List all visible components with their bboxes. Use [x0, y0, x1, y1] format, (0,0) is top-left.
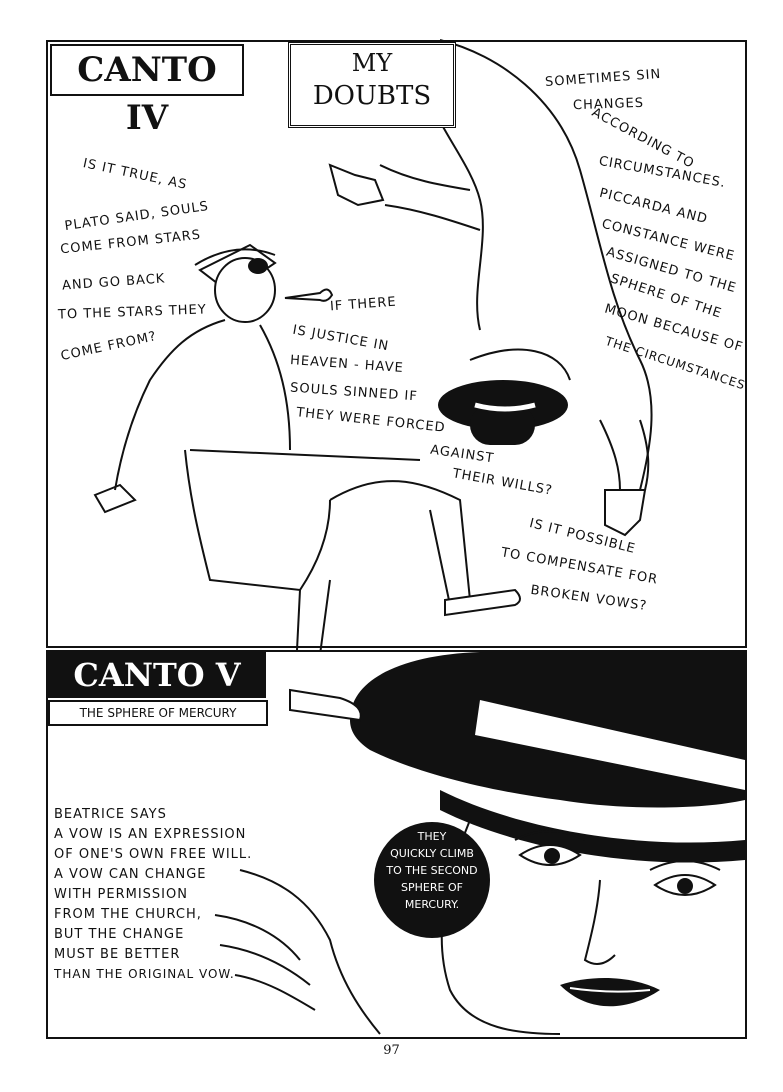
text-line: BUT THE CHANGE	[54, 927, 185, 942]
text-line: MERCURY.	[404, 898, 460, 911]
text-line: TO THE SECOND	[386, 864, 478, 877]
text-line: A VOW CAN CHANGE	[54, 867, 207, 882]
climb-bubble: THEY QUICKLY CLIMB TO THE SECOND SPHERE …	[374, 828, 490, 913]
my-doubts-heading: MY DOUBTS	[288, 42, 456, 128]
text-line: WITH PERMISSION	[54, 887, 188, 902]
text-line: SPHERE OF	[401, 881, 463, 894]
text-line: BEATRICE SAYS	[54, 807, 167, 822]
heading-line-1: MY	[351, 49, 393, 77]
heading-line-2: DOUBTS	[312, 81, 432, 111]
text-line: A VOW IS AN EXPRESSION	[54, 827, 247, 842]
text-line: OF ONE'S OWN FREE WILL.	[54, 847, 253, 862]
text-line: THEY	[417, 830, 447, 843]
sphere-of-mercury-subtitle: THE SPHERE OF MERCURY	[48, 700, 268, 726]
canto-v-text: CANTO V	[73, 656, 241, 694]
canto-iv-text: CANTO IV	[77, 50, 217, 138]
canto-iv-label: CANTO IV	[50, 44, 244, 138]
text-line: QUICKLY CLIMB	[390, 847, 474, 860]
page-number: 97	[383, 1043, 400, 1058]
text-line: MUST BE BETTER	[54, 947, 181, 962]
text-line: FROM THE CHURCH,	[54, 907, 202, 922]
text-line: THAN THE ORIGINAL VOW.	[54, 967, 235, 981]
panel-canto-iv	[46, 40, 747, 648]
subtitle-text: THE SPHERE OF MERCURY	[79, 706, 237, 720]
canto-v-label: CANTO V	[48, 652, 266, 698]
